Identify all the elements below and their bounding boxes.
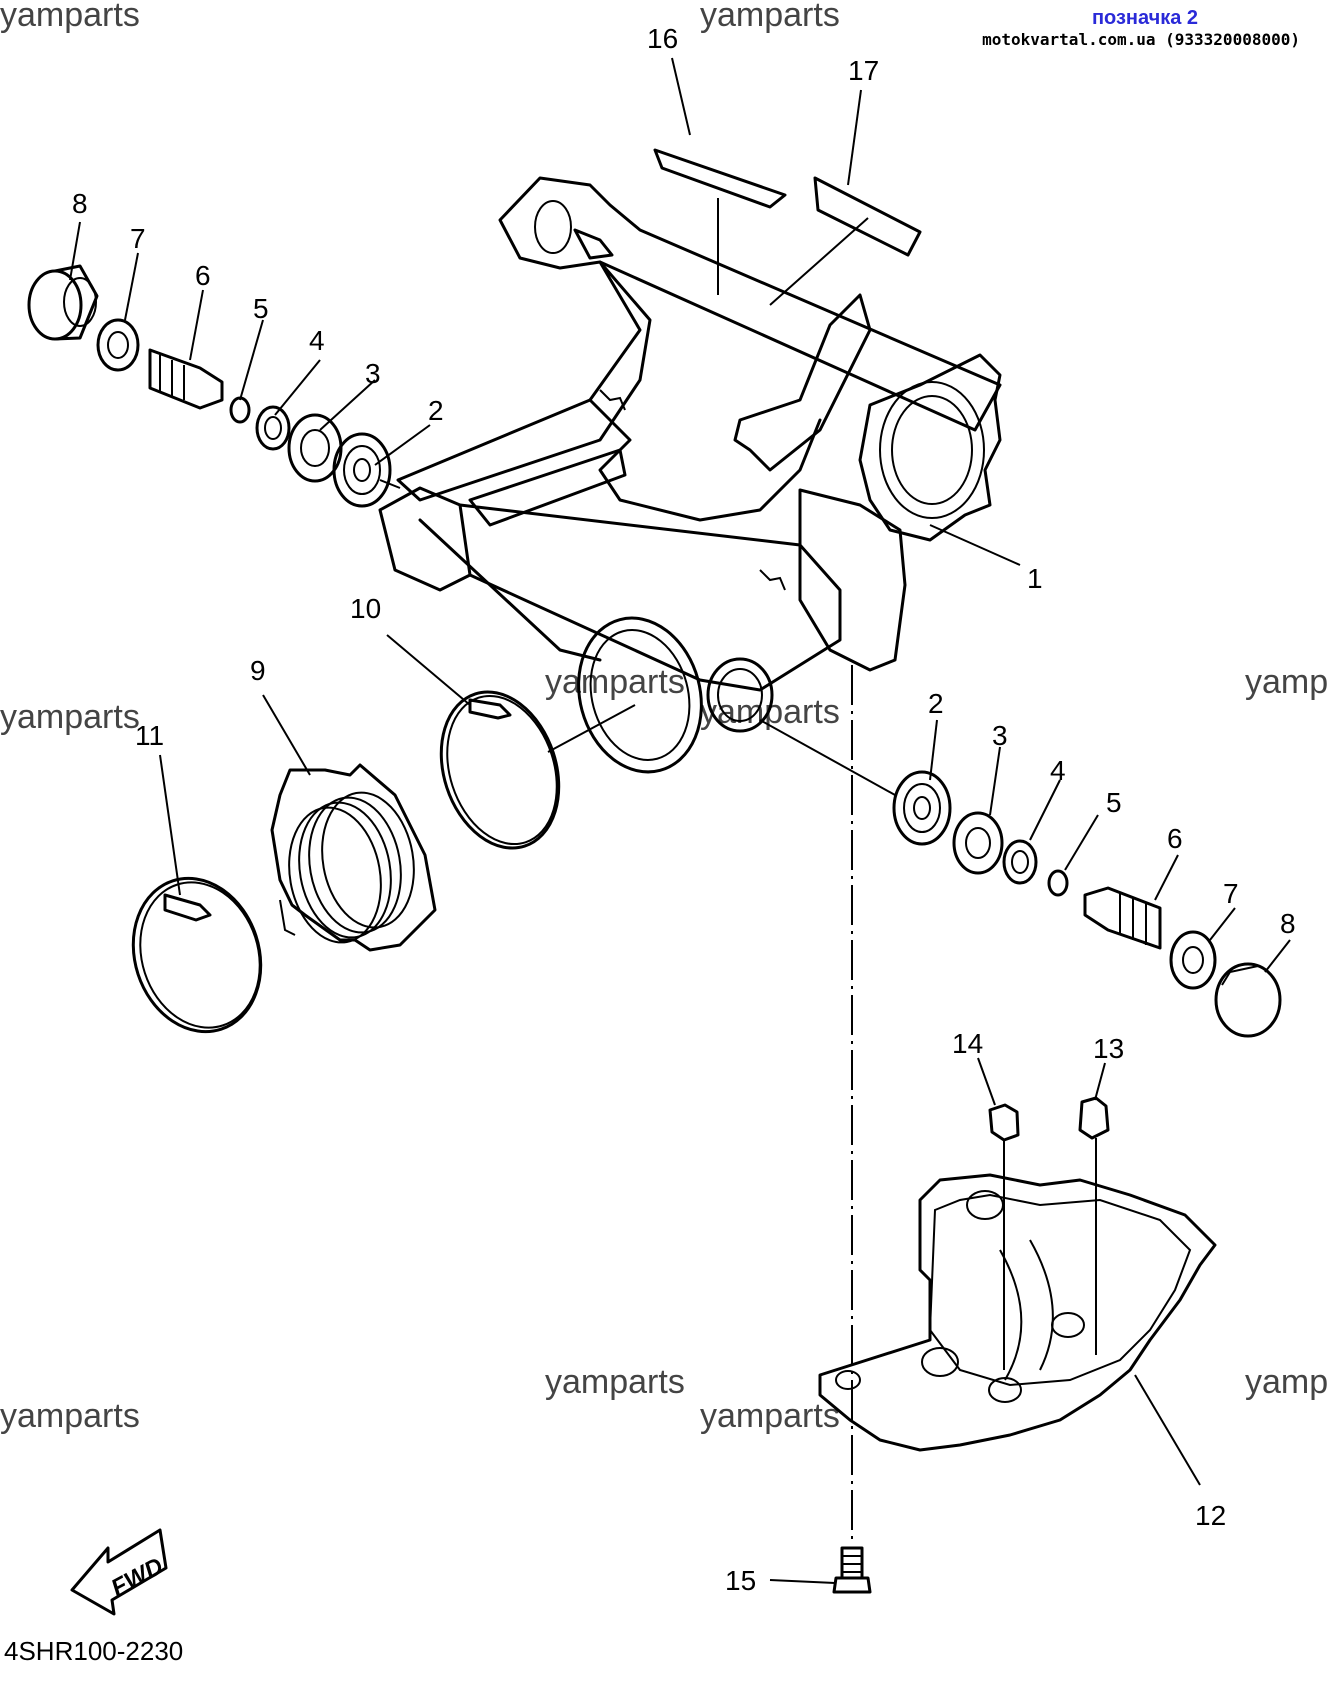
axis-line (759, 719, 896, 796)
callout-5: 5 (1106, 787, 1122, 818)
boot-part-9 (270, 763, 437, 952)
callout-6: 6 (1167, 823, 1183, 854)
callout-2: 2 (428, 395, 444, 426)
nut-part-7 (1169, 930, 1217, 990)
header-label: позначка 2 (1092, 7, 1198, 29)
cap-part-8 (27, 264, 99, 341)
diagram-code: 4SHR100-2230 (4, 1636, 183, 1666)
callout-1: 1 (1027, 563, 1043, 594)
callout-4: 4 (309, 325, 325, 356)
callout-numbers: 1 2 3 4 5 6 7 8 2 3 4 5 6 7 8 9 10 11 12… (72, 23, 1296, 1596)
header-contact: motokvartal.com.ua (933320008000) (982, 30, 1300, 49)
bearing-part-2 (892, 770, 952, 846)
callout-5: 5 (253, 293, 269, 324)
leader-lines (69, 221, 1291, 1584)
band-part-10 (439, 690, 561, 850)
fastener-part-14 (988, 1103, 1020, 1370)
callout-17: 17 (848, 55, 879, 86)
fwd-label: FWD (107, 1553, 168, 1602)
callout-2: 2 (928, 688, 944, 719)
callout-4: 4 (1050, 755, 1066, 786)
watermark-text: yamparts (0, 698, 140, 736)
fastener-part-13 (1078, 1096, 1110, 1355)
watermark-text: yamparts (1245, 663, 1327, 701)
callout-10: 10 (350, 593, 381, 624)
callout-12: 12 (1195, 1500, 1226, 1531)
callout-13: 13 (1093, 1033, 1124, 1064)
band-part-11 (131, 876, 263, 1034)
callout-7: 7 (1223, 878, 1239, 909)
band-10-leader (547, 704, 636, 753)
fwd-arrow-icon: FWD (70, 1528, 168, 1616)
decal-labels-16-17 (653, 57, 922, 306)
callout-3: 3 (992, 720, 1008, 751)
o-ring-part-5 (229, 396, 251, 424)
callout-6: 6 (195, 260, 211, 291)
pivot-shaft-part-6 (148, 348, 224, 410)
bearing-part-2 (332, 432, 392, 508)
watermark-text: yamparts (545, 663, 685, 701)
callout-7: 7 (130, 223, 146, 254)
o-ring-part-5 (1047, 869, 1069, 897)
oil-seal-part-3 (952, 811, 1004, 875)
callout-11: 11 (135, 720, 164, 751)
callout-16: 16 (647, 23, 678, 54)
watermark-text: yamparts (700, 0, 840, 34)
watermarks: yamparts yamparts yamparts yamparts yamp… (0, 0, 1327, 1435)
callout-8: 8 (1280, 908, 1296, 939)
callout-15: 15 (725, 1565, 756, 1596)
bolt-part-15 (832, 1546, 872, 1594)
rear-arm-part-1 (378, 176, 1002, 774)
cap-part-8 (1214, 962, 1282, 1038)
watermark-text: yamparts (0, 1397, 140, 1435)
collar-part-4 (1002, 839, 1038, 885)
pivot-stack-left (27, 264, 392, 508)
callout-8: 8 (72, 188, 88, 219)
watermark-text: yamparts (700, 1397, 840, 1435)
watermark-text: yamparts (1245, 1363, 1327, 1401)
guard-part-12 (818, 1173, 1217, 1452)
callout-3: 3 (365, 358, 381, 389)
nut-part-7 (96, 318, 140, 372)
watermark-text: yamparts (0, 0, 140, 34)
pivot-stack-right (892, 770, 1282, 1038)
callout-14: 14 (952, 1028, 983, 1059)
axis-line (379, 479, 401, 489)
callout-9: 9 (250, 655, 266, 686)
collar-part-4 (255, 405, 291, 451)
pivot-shaft-part-6 (1083, 886, 1162, 950)
watermark-text: yamparts (545, 1363, 685, 1401)
